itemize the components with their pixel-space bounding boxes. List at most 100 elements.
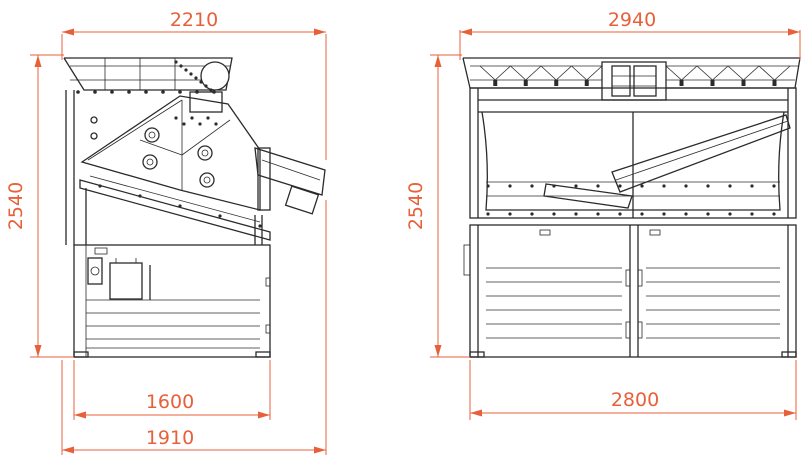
bolt xyxy=(596,212,600,216)
bolt xyxy=(574,184,578,188)
bolt xyxy=(214,122,218,126)
bolt xyxy=(199,80,203,84)
side-top-width-label: 2210 xyxy=(170,9,218,31)
bolt xyxy=(178,204,182,208)
bolt xyxy=(178,90,182,94)
truss-strut xyxy=(525,65,542,81)
side-view-machine xyxy=(63,57,326,358)
bolt xyxy=(144,90,148,94)
side-dimension-base-outer: 1910 xyxy=(61,200,327,455)
truss-strut xyxy=(681,65,698,81)
bolt xyxy=(772,184,776,188)
bolt xyxy=(508,212,512,216)
bolt xyxy=(710,80,715,86)
truss-strut xyxy=(586,65,603,81)
bolt xyxy=(194,76,198,80)
bolt xyxy=(574,212,578,216)
bolt xyxy=(218,214,222,218)
bolt xyxy=(706,184,710,188)
bolt xyxy=(198,122,202,126)
bolt xyxy=(523,80,528,86)
bolt xyxy=(486,184,490,188)
bolt xyxy=(258,224,262,228)
bolt xyxy=(493,80,498,86)
bolt xyxy=(662,212,666,216)
truss-strut xyxy=(494,65,511,81)
bolt xyxy=(750,184,754,188)
truss-strut xyxy=(696,65,713,81)
bolt xyxy=(640,212,644,216)
front-view-bolts xyxy=(486,184,776,216)
bolt xyxy=(76,90,80,94)
bolt xyxy=(179,64,183,68)
bolt xyxy=(204,84,208,88)
bolt xyxy=(182,122,186,126)
bolt xyxy=(728,212,732,216)
bolt xyxy=(508,184,512,188)
bolt xyxy=(184,68,188,72)
bolt xyxy=(212,90,216,94)
bolt xyxy=(554,80,559,86)
truss-strut xyxy=(665,65,682,81)
truss-strut xyxy=(758,65,775,81)
bolt xyxy=(161,90,165,94)
side-base-inner-label: 1600 xyxy=(146,391,194,413)
side-dimension-base-inner: 1600 xyxy=(73,360,271,420)
truss-strut xyxy=(712,65,729,81)
bolt xyxy=(195,90,199,94)
bolt xyxy=(93,90,97,94)
bolt xyxy=(618,184,622,188)
truss-strut xyxy=(479,65,496,81)
bolt xyxy=(190,116,194,120)
bolt xyxy=(750,212,754,216)
truss-strut xyxy=(571,65,588,81)
bolt xyxy=(127,90,131,94)
bolt xyxy=(596,184,600,188)
truss-strut xyxy=(727,65,744,81)
truss-strut xyxy=(743,65,760,81)
bolt xyxy=(206,116,210,120)
front-dimension-height: 2540 xyxy=(405,54,470,358)
front-base-width-label: 2800 xyxy=(611,389,659,411)
bolt xyxy=(640,184,644,188)
bolt xyxy=(584,80,589,86)
truss-strut xyxy=(540,65,557,81)
bolt xyxy=(174,60,178,64)
bolt xyxy=(552,184,556,188)
bolt xyxy=(138,194,142,198)
front-dimension-top: 2940 xyxy=(459,9,801,60)
truss-strut xyxy=(555,65,572,81)
side-dimension-top: 2210 xyxy=(61,9,327,160)
side-view-bolts xyxy=(76,60,262,228)
bolt xyxy=(728,184,732,188)
front-top-width-label: 2940 xyxy=(608,9,656,31)
side-base-outer-label: 1910 xyxy=(146,427,194,449)
top-truss xyxy=(479,65,791,86)
bolt xyxy=(110,90,114,94)
bolt xyxy=(706,212,710,216)
bolt xyxy=(772,80,777,86)
bolt xyxy=(662,184,666,188)
bolt xyxy=(679,80,684,86)
bolt xyxy=(189,72,193,76)
bolt xyxy=(174,116,178,120)
truss-strut xyxy=(510,65,527,81)
front-view-machine xyxy=(462,57,801,358)
bolt xyxy=(618,212,622,216)
side-height-label: 2540 xyxy=(5,182,27,230)
bolt xyxy=(486,212,490,216)
front-dimension-base: 2800 xyxy=(469,360,797,420)
bolt xyxy=(772,212,776,216)
bolt xyxy=(530,184,534,188)
bolt xyxy=(98,184,102,188)
front-height-label: 2540 xyxy=(405,182,427,230)
bolt xyxy=(552,212,556,216)
bolt xyxy=(741,80,746,86)
front-panel-lines xyxy=(486,267,780,339)
bolt xyxy=(684,212,688,216)
side-dimension-height: 2540 xyxy=(5,54,74,358)
truss-strut xyxy=(774,65,791,81)
bolt xyxy=(209,88,213,92)
